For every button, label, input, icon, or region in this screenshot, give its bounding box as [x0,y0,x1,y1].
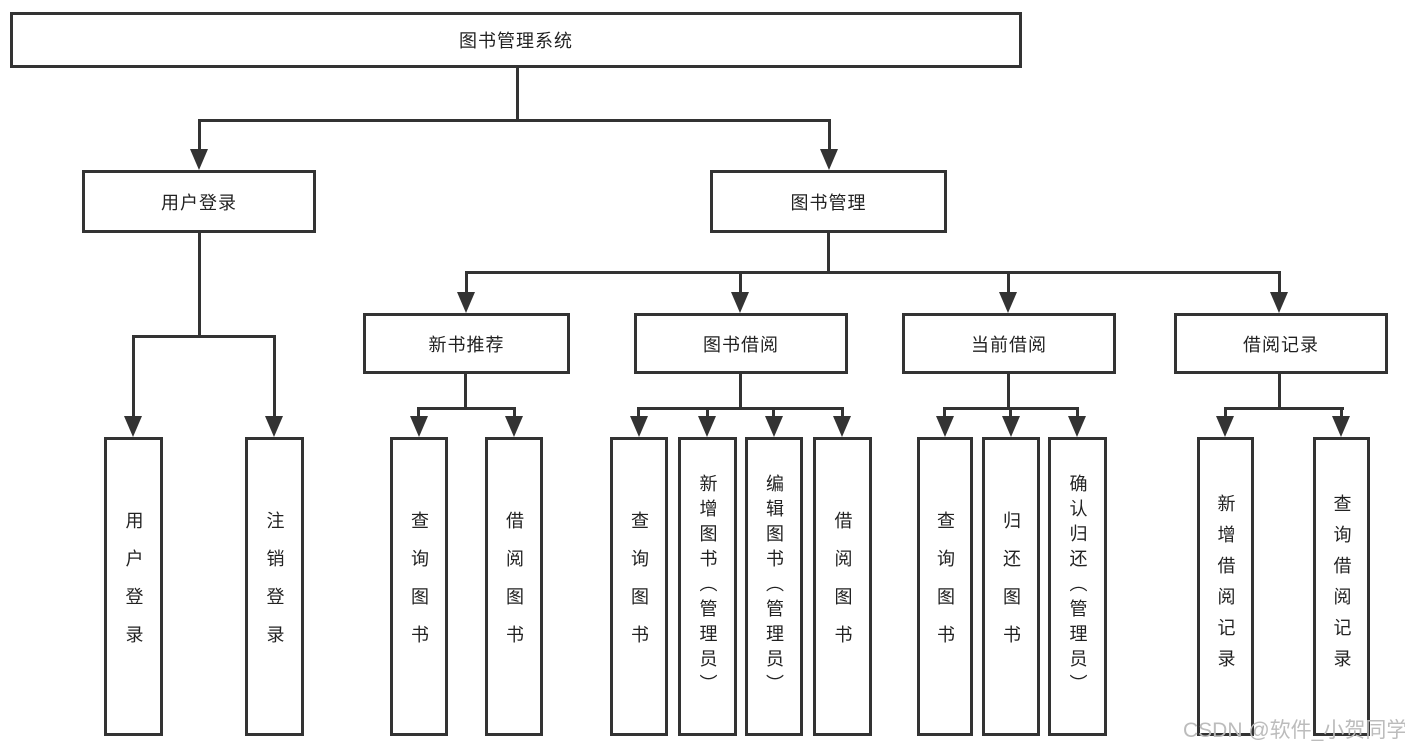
connector-vline [198,233,201,335]
arrowhead-down-icon [731,292,749,313]
connector-vline [132,335,135,420]
connector-vline [1007,271,1010,294]
connector-vline [1224,407,1227,419]
connector-vline [513,407,516,419]
leaf-user-login: 用户登录 [104,437,163,736]
arrowhead-down-icon [190,149,208,170]
arrowhead-down-icon [505,416,523,437]
connector-vline [1340,407,1343,419]
arrowhead-down-icon [265,416,283,437]
connector-vline [465,271,468,294]
connector-hline [465,271,1281,274]
connector-vline [739,271,742,294]
leaf-records-add-borrow-record: 新增借阅记录 [1197,437,1254,736]
connector-vline [827,233,830,271]
connector-hline [637,407,844,410]
connector-vline [841,407,844,419]
arrowhead-down-icon [457,292,475,313]
node-library-management-system: 图书管理系统 [10,12,1022,68]
leaf-current-confirm-return-admin: 确认归还（管理员） [1048,437,1107,736]
connector-vline [943,407,946,419]
node-book-management: 图书管理 [710,170,947,233]
connector-vline [1007,374,1010,407]
connector-vline [417,407,420,419]
connector-hline [132,335,276,338]
leaf-borrow-add-books-admin: 新增图书（管理员） [678,437,737,736]
connector-vline [1009,407,1012,419]
arrowhead-down-icon [820,149,838,170]
connector-vline [1278,271,1281,294]
csdn-watermark: CSDN @软件_小贺同学 [1183,719,1405,742]
arrowhead-down-icon [1216,416,1234,437]
leaf-newbook-query-books: 查询图书 [390,437,448,736]
connector-vline [273,335,276,420]
connector-vline [1076,407,1079,419]
connector-hline [417,407,516,410]
connector-vline [828,119,831,152]
arrowhead-down-icon [936,416,954,437]
arrowhead-down-icon [833,416,851,437]
arrowhead-down-icon [1270,292,1288,313]
leaf-newbook-borrow-books: 借阅图书 [485,437,543,736]
node-user-login: 用户登录 [82,170,316,233]
connector-vline [706,407,709,419]
arrowhead-down-icon [1002,416,1020,437]
connector-vline [739,374,742,407]
connector-vline [198,119,201,152]
arrowhead-down-icon [124,416,142,437]
node-borrow-records: 借阅记录 [1174,313,1388,374]
connector-vline [516,68,519,119]
arrowhead-down-icon [765,416,783,437]
leaf-records-query-borrow-record: 查询借阅记录 [1313,437,1370,736]
connector-hline [198,119,831,122]
arrowhead-down-icon [410,416,428,437]
connector-vline [637,407,640,419]
arrowhead-down-icon [630,416,648,437]
leaf-logout: 注销登录 [245,437,304,736]
connector-vline [772,407,775,419]
leaf-borrow-query-books: 查询图书 [610,437,668,736]
leaf-borrow-edit-books-admin: 编辑图书（管理员） [745,437,803,736]
arrowhead-down-icon [999,292,1017,313]
leaf-current-return-books: 归还图书 [982,437,1040,736]
arrowhead-down-icon [1332,416,1350,437]
node-current-borrowing: 当前借阅 [902,313,1116,374]
connector-vline [464,374,467,407]
arrowhead-down-icon [1068,416,1086,437]
leaf-current-query-books: 查询图书 [917,437,973,736]
connector-hline [1224,407,1344,410]
node-book-borrowing: 图书借阅 [634,313,848,374]
arrowhead-down-icon [698,416,716,437]
node-new-book-recommend: 新书推荐 [363,313,570,374]
connector-vline [1278,374,1281,407]
leaf-borrow-lend-books: 借阅图书 [813,437,872,736]
